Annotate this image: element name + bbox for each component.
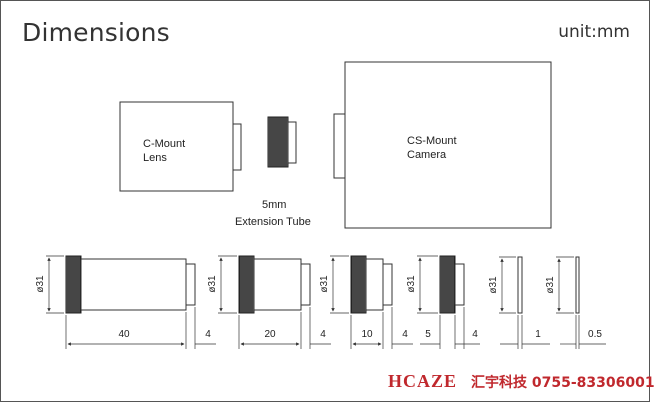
tube-10mm: ø31 10 4 [319, 255, 413, 349]
length-5: 5 [425, 329, 431, 340]
cs-mount-camera: CS-Mount Camera [333, 61, 552, 229]
tube-5mm: ø31 5 4 [406, 255, 480, 349]
thread-10: 4 [402, 329, 408, 340]
tube-label-line1: 5mm [262, 199, 286, 211]
lens-label-line2: Lens [143, 152, 167, 164]
tube-label-line2: Extension Tube [235, 216, 311, 228]
thread-20: 4 [320, 329, 326, 340]
c-mount-lens: C-Mount Lens [119, 101, 242, 192]
camera-label-line2: Camera [407, 149, 447, 161]
thread-40: 4 [205, 329, 211, 340]
page-title: Dimensions [22, 18, 170, 47]
length-10: 10 [361, 329, 373, 340]
length-0-5: 0.5 [588, 329, 602, 340]
extension-tube-illustration: 5mm Extension Tube [235, 116, 311, 228]
diameter-label-20: ø31 [207, 275, 218, 293]
diameter-label-40: ø31 [35, 275, 46, 293]
camera-label-line1: CS-Mount [407, 135, 457, 147]
length-1: 1 [535, 329, 541, 340]
tube-40mm: ø31 40 4 [35, 255, 216, 349]
unit-label: unit:mm [558, 22, 630, 42]
diameter-label-0-5: ø31 [545, 276, 556, 294]
contact-line: 汇宇科技 0755-83306001 [471, 375, 655, 391]
diameter-label-1: ø31 [488, 276, 499, 294]
length-40: 40 [118, 329, 130, 340]
spacer-1mm: ø31 1 [488, 256, 550, 349]
diameter-label-10: ø31 [319, 275, 330, 293]
diameter-label-5: ø31 [406, 275, 417, 293]
length-20: 20 [264, 329, 276, 340]
tube-20mm: ø31 20 4 [207, 255, 331, 349]
spacer-0-5mm: ø31 0.5 [545, 256, 606, 349]
brand-logo: HCAZE [388, 371, 458, 391]
thread-5: 4 [472, 329, 478, 340]
lens-label-line1: C-Mount [143, 138, 185, 150]
